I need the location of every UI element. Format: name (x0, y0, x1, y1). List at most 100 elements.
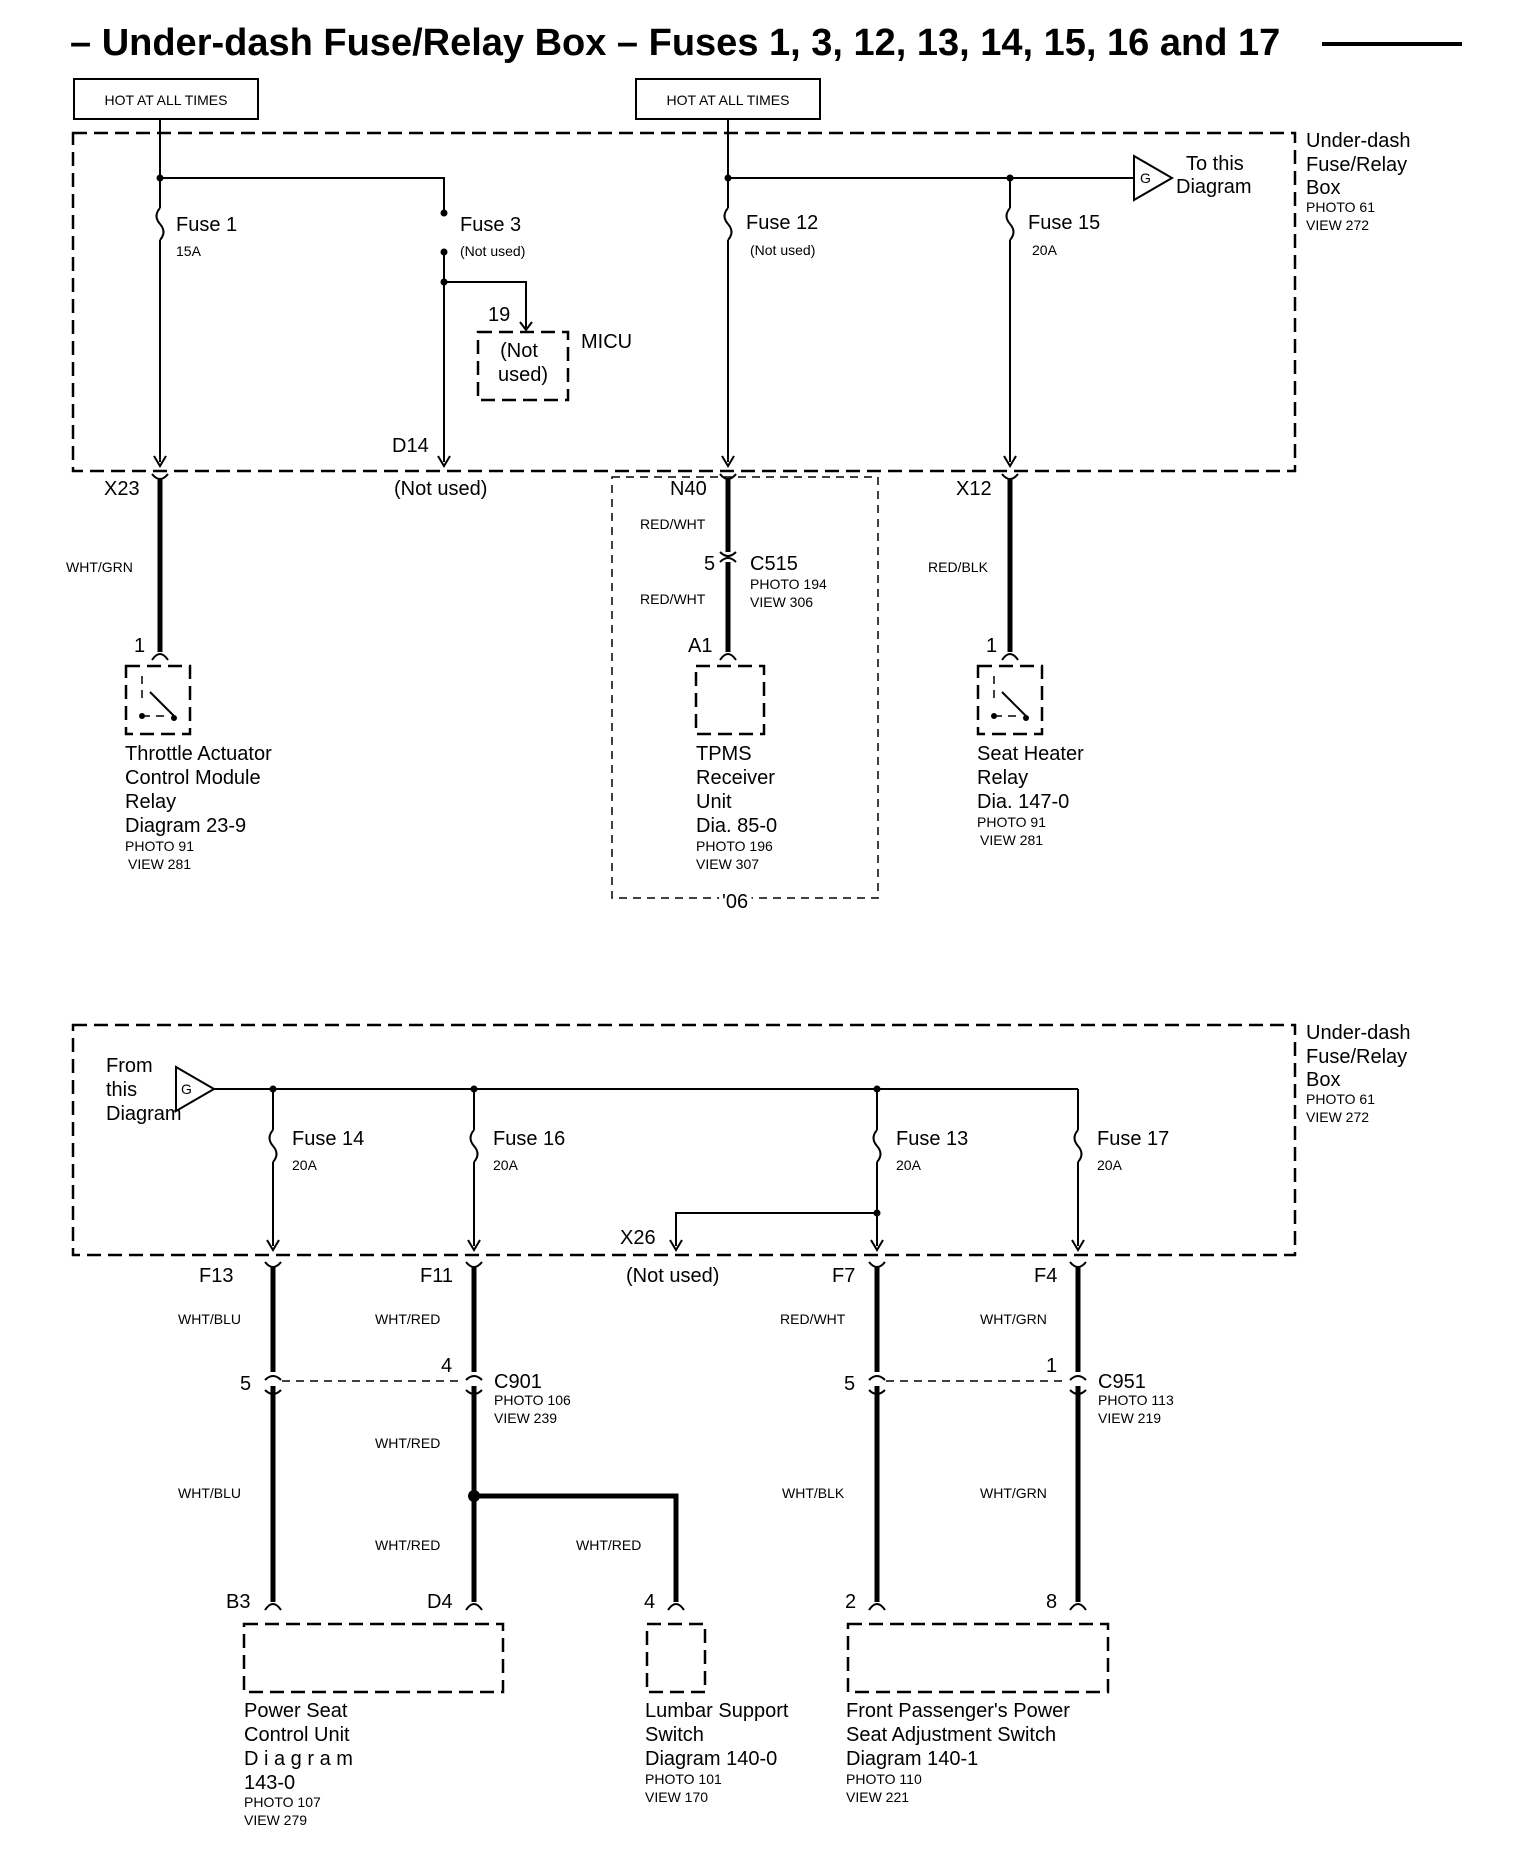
fuse-17-rating: 20A (1097, 1157, 1123, 1173)
c951-name: C951 (1098, 1371, 1146, 1393)
fuse-16-symbol (469, 1129, 479, 1163)
svg-text:VIEW 272: VIEW 272 (1306, 1109, 1369, 1125)
svg-text:Dia. 147-0: Dia. 147-0 (977, 791, 1069, 813)
svg-text:Diagram: Diagram (106, 1103, 182, 1125)
svg-text:VIEW 219: VIEW 219 (1098, 1410, 1161, 1426)
wire-f7-color-lower: WHT/BLK (782, 1485, 845, 1501)
c901-pin-right: 4 (441, 1355, 452, 1377)
seat-heater-relay-symbol (976, 664, 1044, 736)
terminal-x26: X26 (620, 1227, 656, 1249)
tpms-year: '06 (722, 891, 748, 913)
throttle-relay-symbol (124, 664, 192, 736)
fuse-12-name: Fuse 12 (746, 212, 818, 234)
svg-text:VIEW 239: VIEW 239 (494, 1410, 557, 1426)
svg-text:Dia. 85-0: Dia. 85-0 (696, 815, 777, 837)
fuse-box-bottom (71, 1023, 1297, 1257)
svg-text:G: G (181, 1081, 192, 1097)
svg-text:Fuse/Relay: Fuse/Relay (1306, 154, 1407, 176)
terminal-n40: N40 (670, 478, 707, 500)
wire-f13-color-upper: WHT/BLU (178, 1311, 241, 1327)
terminal-f11: F11 (420, 1265, 453, 1287)
tpms-label: TPMS Receiver Unit Dia. 85-0 PHOTO 196 V… (696, 743, 777, 872)
fuse-12-symbol (723, 207, 733, 241)
svg-text:PHOTO 101: PHOTO 101 (645, 1771, 722, 1787)
svg-text:Box: Box (1306, 1069, 1340, 1091)
from-diagram-arrow (175, 1065, 216, 1113)
power-seat-box (242, 1622, 505, 1694)
svg-text:Control Module: Control Module (125, 767, 261, 789)
svg-text:PHOTO 106: PHOTO 106 (494, 1392, 571, 1408)
svg-text:TPMS: TPMS (696, 743, 752, 765)
fuse-12-rating: (Not used) (750, 242, 815, 258)
hot-label-right: HOT AT ALL TIMES (667, 92, 790, 108)
svg-text:Seat Heater: Seat Heater (977, 743, 1084, 765)
c901-pin-left: 5 (240, 1373, 251, 1395)
svg-text:Power Seat: Power Seat (244, 1700, 348, 1722)
svg-text:VIEW 279: VIEW 279 (244, 1812, 307, 1828)
lumbar-label: Lumbar Support Switch Diagram 140-0 PHOT… (645, 1700, 789, 1805)
svg-text:Under-dash: Under-dash (1306, 1022, 1411, 1044)
fuse-3-rating: (Not used) (460, 243, 525, 259)
terminal-not-used-bottom: (Not used) (626, 1265, 719, 1287)
throttle-pin: 1 (134, 635, 145, 657)
to-diagram-label: To this (1186, 153, 1244, 175)
power-seat-label: Power Seat Control Unit D i a g r a m 14… (244, 1700, 353, 1828)
svg-text:VIEW 170: VIEW 170 (645, 1789, 708, 1805)
to-diagram-arrow (1133, 154, 1174, 202)
terminal-f13: F13 (199, 1265, 233, 1287)
c901-name: C901 (494, 1371, 542, 1393)
front-pass-box (846, 1622, 1110, 1694)
front-pass-pin-8: 8 (1046, 1591, 1057, 1613)
seat-heater-label: Seat Heater Relay Dia. 147-0 PHOTO 91 VI… (977, 743, 1084, 848)
svg-text:Under-dash: Under-dash (1306, 130, 1411, 152)
hot-label-box-left (73, 78, 259, 120)
c515-name: C515 (750, 553, 798, 575)
svg-text:PHOTO 107: PHOTO 107 (244, 1794, 321, 1810)
tpms-pin: A1 (688, 635, 712, 657)
svg-text:Front Passenger's Power: Front Passenger's Power (846, 1700, 1070, 1722)
fuse-15-rating: 20A (1032, 242, 1058, 258)
svg-text:PHOTO 196: PHOTO 196 (696, 838, 773, 854)
front-pass-pin-2: 2 (845, 1591, 856, 1613)
micu-box (476, 330, 570, 402)
tpms-box (694, 664, 766, 736)
svg-text:Seat Adjustment Switch: Seat Adjustment Switch (846, 1724, 1056, 1746)
fuse-14-rating: 20A (292, 1157, 318, 1173)
svg-text:PHOTO 113: PHOTO 113 (1098, 1392, 1174, 1408)
svg-text:PHOTO 61: PHOTO 61 (1306, 199, 1375, 215)
svg-text:PHOTO 110: PHOTO 110 (846, 1771, 922, 1787)
power-seat-pin-d4: D4 (427, 1591, 453, 1613)
svg-text:PHOTO 194: PHOTO 194 (750, 576, 827, 592)
svg-text:PHOTO 61: PHOTO 61 (1306, 1091, 1375, 1107)
svg-text:PHOTO 91: PHOTO 91 (977, 814, 1046, 830)
wire-f4-color-upper: WHT/GRN (980, 1311, 1047, 1327)
hot-label-left: HOT AT ALL TIMES (105, 92, 228, 108)
svg-text:VIEW 307: VIEW 307 (696, 856, 759, 872)
fuse-box-label-top: Under-dash Fuse/Relay Box PHOTO 61 VIEW … (1306, 130, 1411, 233)
c515-pin: 5 (704, 553, 715, 575)
tpms-year-region (611, 476, 879, 899)
from-diagram-label: From this Diagram (106, 1055, 182, 1125)
c951-pin-left: 5 (844, 1373, 855, 1395)
svg-text:Throttle Actuator: Throttle Actuator (125, 743, 272, 765)
micu-pin: 19 (488, 304, 510, 326)
svg-text:Control Unit: Control Unit (244, 1724, 350, 1746)
fuse-14-name: Fuse 14 (292, 1128, 364, 1150)
terminal-not-used-top: (Not used) (394, 478, 487, 500)
fuse-14-symbol (268, 1129, 278, 1163)
fuse-16-rating: 20A (493, 1157, 519, 1173)
svg-text:Fuse/Relay: Fuse/Relay (1306, 1046, 1407, 1068)
svg-text:used): used) (498, 364, 548, 386)
fuse-13-symbol (872, 1129, 882, 1163)
svg-text:From: From (106, 1055, 153, 1077)
svg-text:Unit: Unit (696, 791, 732, 813)
terminal-f4: F4 (1034, 1265, 1057, 1287)
terminal-x12: X12 (956, 478, 992, 500)
svg-text:143-0: 143-0 (244, 1772, 295, 1794)
lumbar-box (645, 1622, 707, 1694)
wire-tpms-color-lower: RED/WHT (640, 591, 706, 607)
svg-text:Switch: Switch (645, 1724, 704, 1746)
svg-text:Diagram: Diagram (1176, 176, 1252, 198)
svg-text:PHOTO 91: PHOTO 91 (125, 838, 194, 854)
